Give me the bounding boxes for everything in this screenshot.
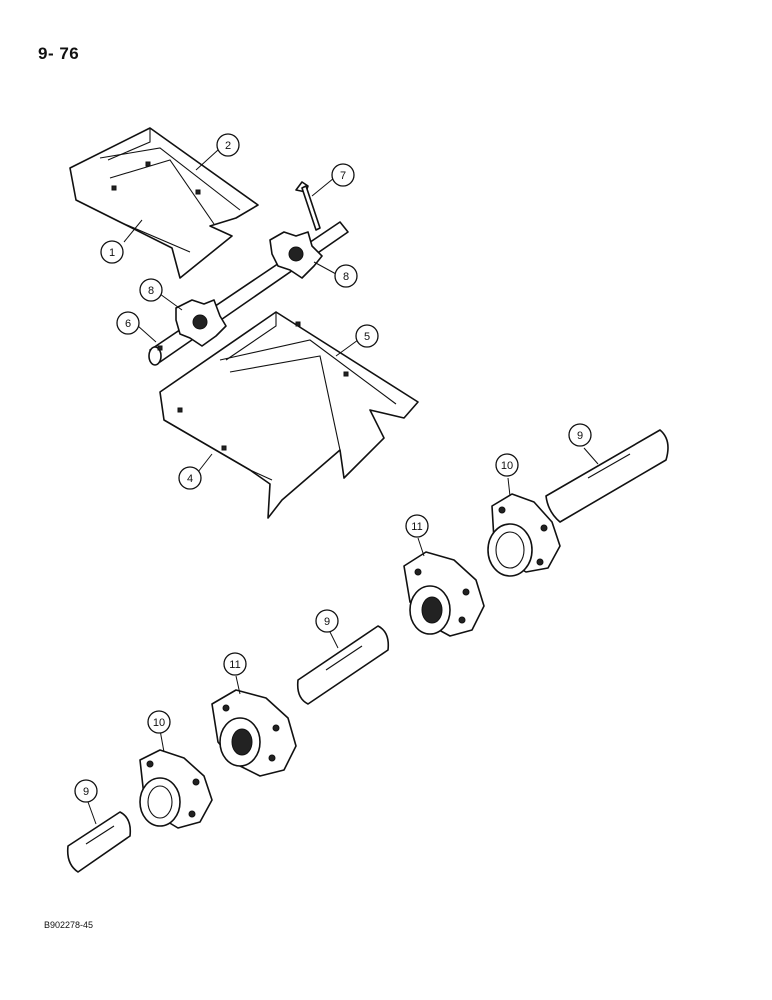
shaft-upper (545, 429, 669, 523)
svg-text:1: 1 (109, 247, 115, 259)
svg-text:8: 8 (343, 271, 349, 283)
figure-code: B902278-45 (44, 920, 94, 930)
callout-7: 7 (331, 163, 355, 187)
bolt (295, 181, 321, 231)
svg-text:4: 4 (187, 473, 193, 485)
leader-lines (87, 149, 599, 825)
callout-9-lower: 9 (74, 779, 98, 803)
callout-11-lower: 11 (223, 652, 247, 676)
svg-text:8: 8 (148, 285, 154, 297)
callout-8-upper: 8 (334, 264, 358, 288)
svg-text:2: 2 (225, 140, 231, 152)
callout-4: 4 (178, 466, 202, 490)
svg-text:7: 7 (340, 170, 346, 182)
page-number: 9- 76 (38, 44, 80, 63)
svg-text:11: 11 (411, 521, 422, 533)
callout-5: 5 (355, 324, 379, 348)
svg-text:9: 9 (324, 616, 330, 628)
svg-text:9: 9 (577, 430, 583, 442)
svg-text:5: 5 (364, 331, 370, 343)
svg-text:10: 10 (153, 717, 165, 729)
shaft-lower (66, 811, 132, 873)
bearing-housing-lower (211, 689, 297, 777)
upper-shield (69, 127, 259, 279)
callout-2: 2 (216, 133, 240, 157)
shaft-middle (296, 625, 390, 705)
svg-text:11: 11 (229, 659, 240, 671)
sprocket-upper (269, 231, 323, 279)
callout-10-upper: 10 (495, 453, 519, 477)
bearing-flange-upper (487, 493, 561, 577)
callout-9-upper: 9 (568, 423, 592, 447)
callout-9-middle: 9 (315, 609, 339, 633)
callout-10-lower: 10 (147, 710, 171, 734)
sprocket-lower (175, 299, 227, 347)
bearing-flange-lower (139, 749, 213, 829)
callout-8-lower: 8 (139, 278, 163, 302)
svg-text:9: 9 (83, 786, 89, 798)
lower-shield (159, 311, 419, 519)
callout-11-upper: 11 (405, 514, 429, 538)
callout-1: 1 (100, 240, 124, 264)
bearing-housing-upper (403, 551, 485, 637)
callout-6: 6 (116, 311, 140, 335)
svg-text:10: 10 (501, 460, 513, 472)
svg-text:6: 6 (125, 318, 131, 330)
